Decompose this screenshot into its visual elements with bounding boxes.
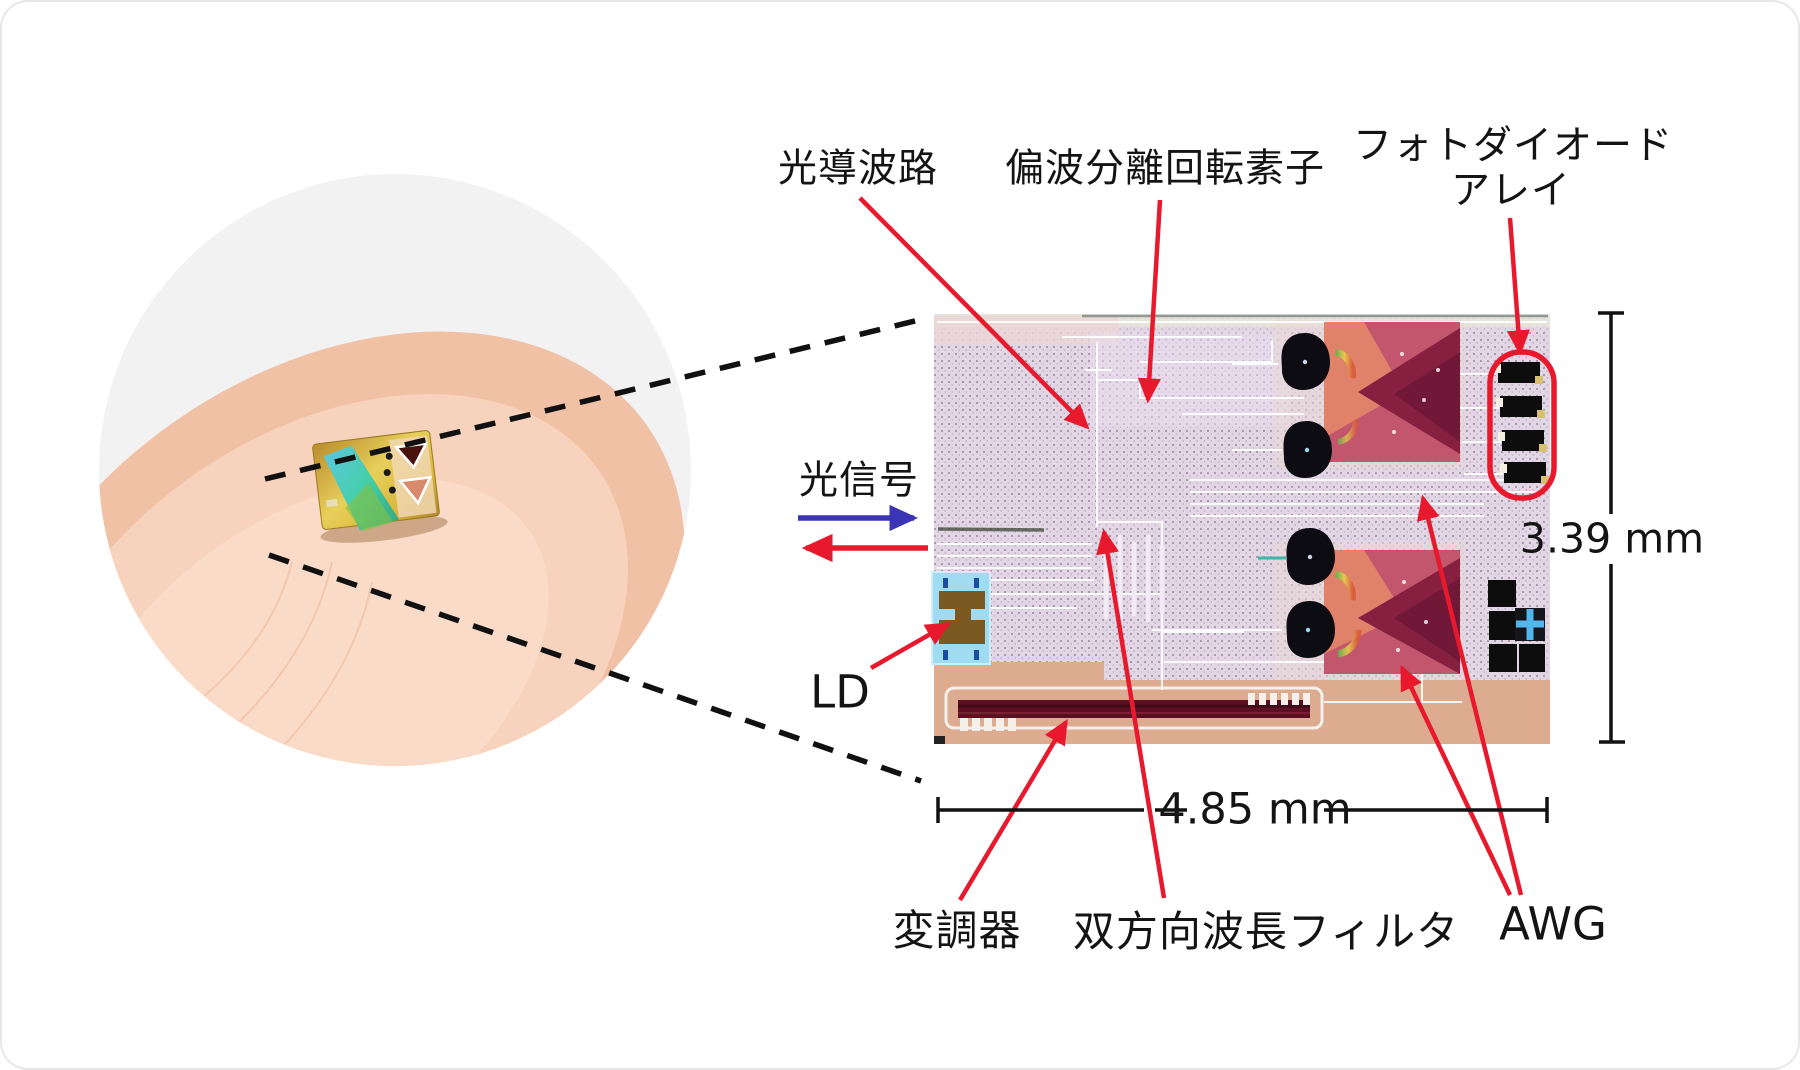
annotation-arrows (858, 196, 1530, 902)
polarization-splitter-rotator-arrow (1137, 199, 1163, 404)
label-psr: 偏波分離回転素子 (1004, 146, 1326, 192)
awg-top (1324, 322, 1460, 462)
label-modulator: 変調器 (892, 905, 1022, 955)
input-waveguide-mark (937, 527, 1045, 532)
label-ld: LD (810, 665, 870, 719)
optical-waveguide-arrow (858, 196, 1090, 430)
label-awg: AWG (1499, 897, 1607, 951)
chip-micrograph (931, 314, 1557, 744)
blue-cross-pad (1516, 609, 1544, 640)
bidirectional-filter-arrow (1096, 528, 1167, 899)
chip-corner-mark (934, 736, 945, 744)
ld-arrow (869, 622, 952, 670)
dimension-height: 3.39 mm (1519, 514, 1705, 563)
label-optical-signal: 光信号 (798, 458, 920, 504)
chip-on-finger (312, 430, 448, 543)
magnification-dashed-lines (264, 316, 924, 784)
label-filter: 双方向波長フィルタ (1072, 906, 1460, 956)
pad-cluster (1488, 580, 1545, 672)
awg-arrow-top (1416, 494, 1524, 896)
fingertip-photo (99, 174, 691, 766)
label-optical-waveguide: 光導波路 (777, 146, 939, 192)
ld-chip (931, 571, 991, 665)
label-photodiode-line2: アレイ (1450, 168, 1572, 214)
awg-bottom (1324, 550, 1460, 674)
label-photodiode-line1: フォトダイオード (1352, 123, 1674, 169)
dimension-lines (936, 311, 1625, 823)
photodiode-array-arrow (1506, 217, 1530, 356)
awg-arrow-bottom (1399, 664, 1513, 896)
dimension-width: 4.85 mm (1158, 784, 1352, 835)
lens-blobs (1281, 333, 1335, 658)
